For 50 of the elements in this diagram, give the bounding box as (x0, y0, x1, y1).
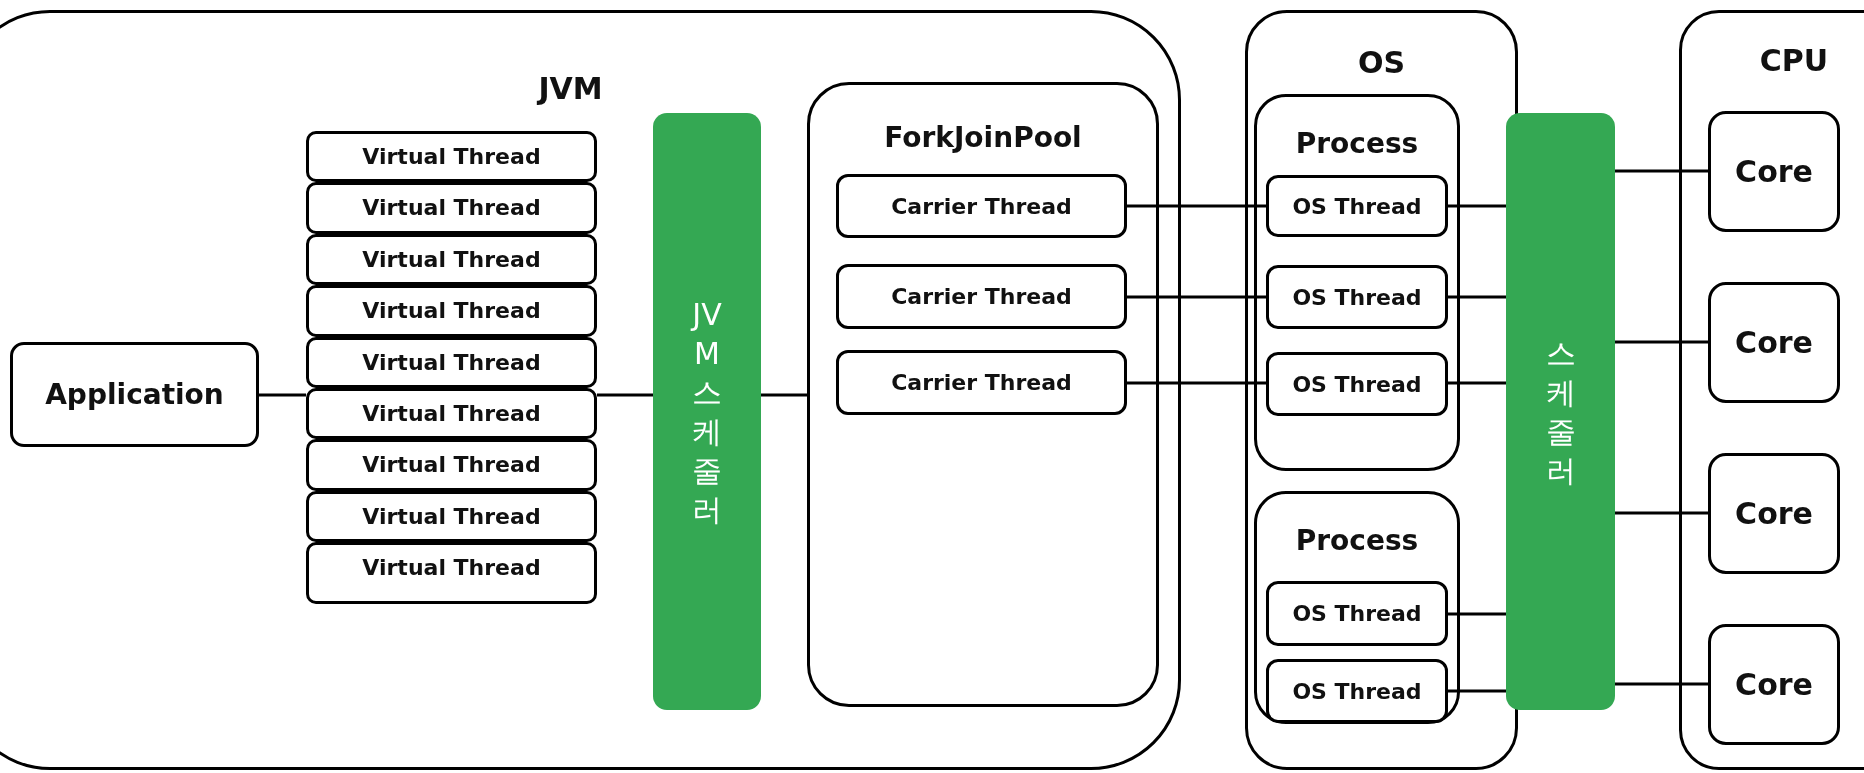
thread-box: Virtual Thread (306, 542, 597, 604)
container-title: CPU (1758, 43, 1830, 78)
connector-line (1615, 682, 1708, 686)
connector-line (597, 393, 653, 397)
connector-line (1448, 381, 1506, 385)
jvm-container (0, 10, 1181, 770)
thread-box: Virtual Thread (306, 439, 597, 491)
scheduler-bar: 스케줄러 (1506, 113, 1615, 710)
thread-box: Carrier Thread (836, 264, 1127, 329)
process-box (1254, 491, 1460, 724)
core-box: Core (1708, 111, 1840, 232)
thread-box: OS Thread (1266, 352, 1448, 416)
connector-line (1127, 295, 1266, 299)
core-box: Core (1708, 624, 1840, 745)
pool-container (807, 82, 1159, 707)
thread-box: OS Thread (1266, 265, 1448, 329)
scheduler-bar: JVM 스케줄러 (653, 113, 761, 710)
thread-box: Virtual Thread (306, 182, 597, 234)
thread-box: Carrier Thread (836, 350, 1127, 415)
container-title: Process (1294, 127, 1420, 160)
container-title: ForkJoinPool (883, 121, 1083, 154)
connector-line (1127, 204, 1266, 208)
thread-box: OS Thread (1266, 175, 1448, 237)
thread-box: Virtual Thread (306, 131, 597, 182)
application-box: Application (10, 342, 259, 447)
cpu-container (1679, 10, 1864, 770)
thread-box: Virtual Thread (306, 388, 597, 439)
connector-line (1448, 204, 1506, 208)
core-box: Core (1708, 282, 1840, 403)
core-box: Core (1708, 453, 1840, 574)
thread-box: Virtual Thread (306, 491, 597, 542)
process-box (1254, 94, 1460, 471)
connector-line (259, 393, 306, 397)
thread-box: Virtual Thread (306, 337, 597, 388)
connector-line (761, 393, 807, 397)
connector-line (1615, 511, 1708, 515)
connector-line (1448, 689, 1506, 693)
connector-line (1448, 612, 1506, 616)
thread-box: Virtual Thread (306, 285, 597, 337)
thread-box: OS Thread (1266, 659, 1448, 723)
connector-line (1448, 295, 1506, 299)
connector-line (1615, 169, 1708, 173)
connector-line (1615, 340, 1708, 344)
connector-line (1127, 381, 1266, 385)
container-title: OS (1356, 45, 1407, 80)
thread-box: Carrier Thread (836, 174, 1127, 238)
container-title: Process (1294, 524, 1420, 557)
thread-box: OS Thread (1266, 581, 1448, 646)
container-title: JVM (535, 71, 604, 106)
thread-box: Virtual Thread (306, 234, 597, 285)
